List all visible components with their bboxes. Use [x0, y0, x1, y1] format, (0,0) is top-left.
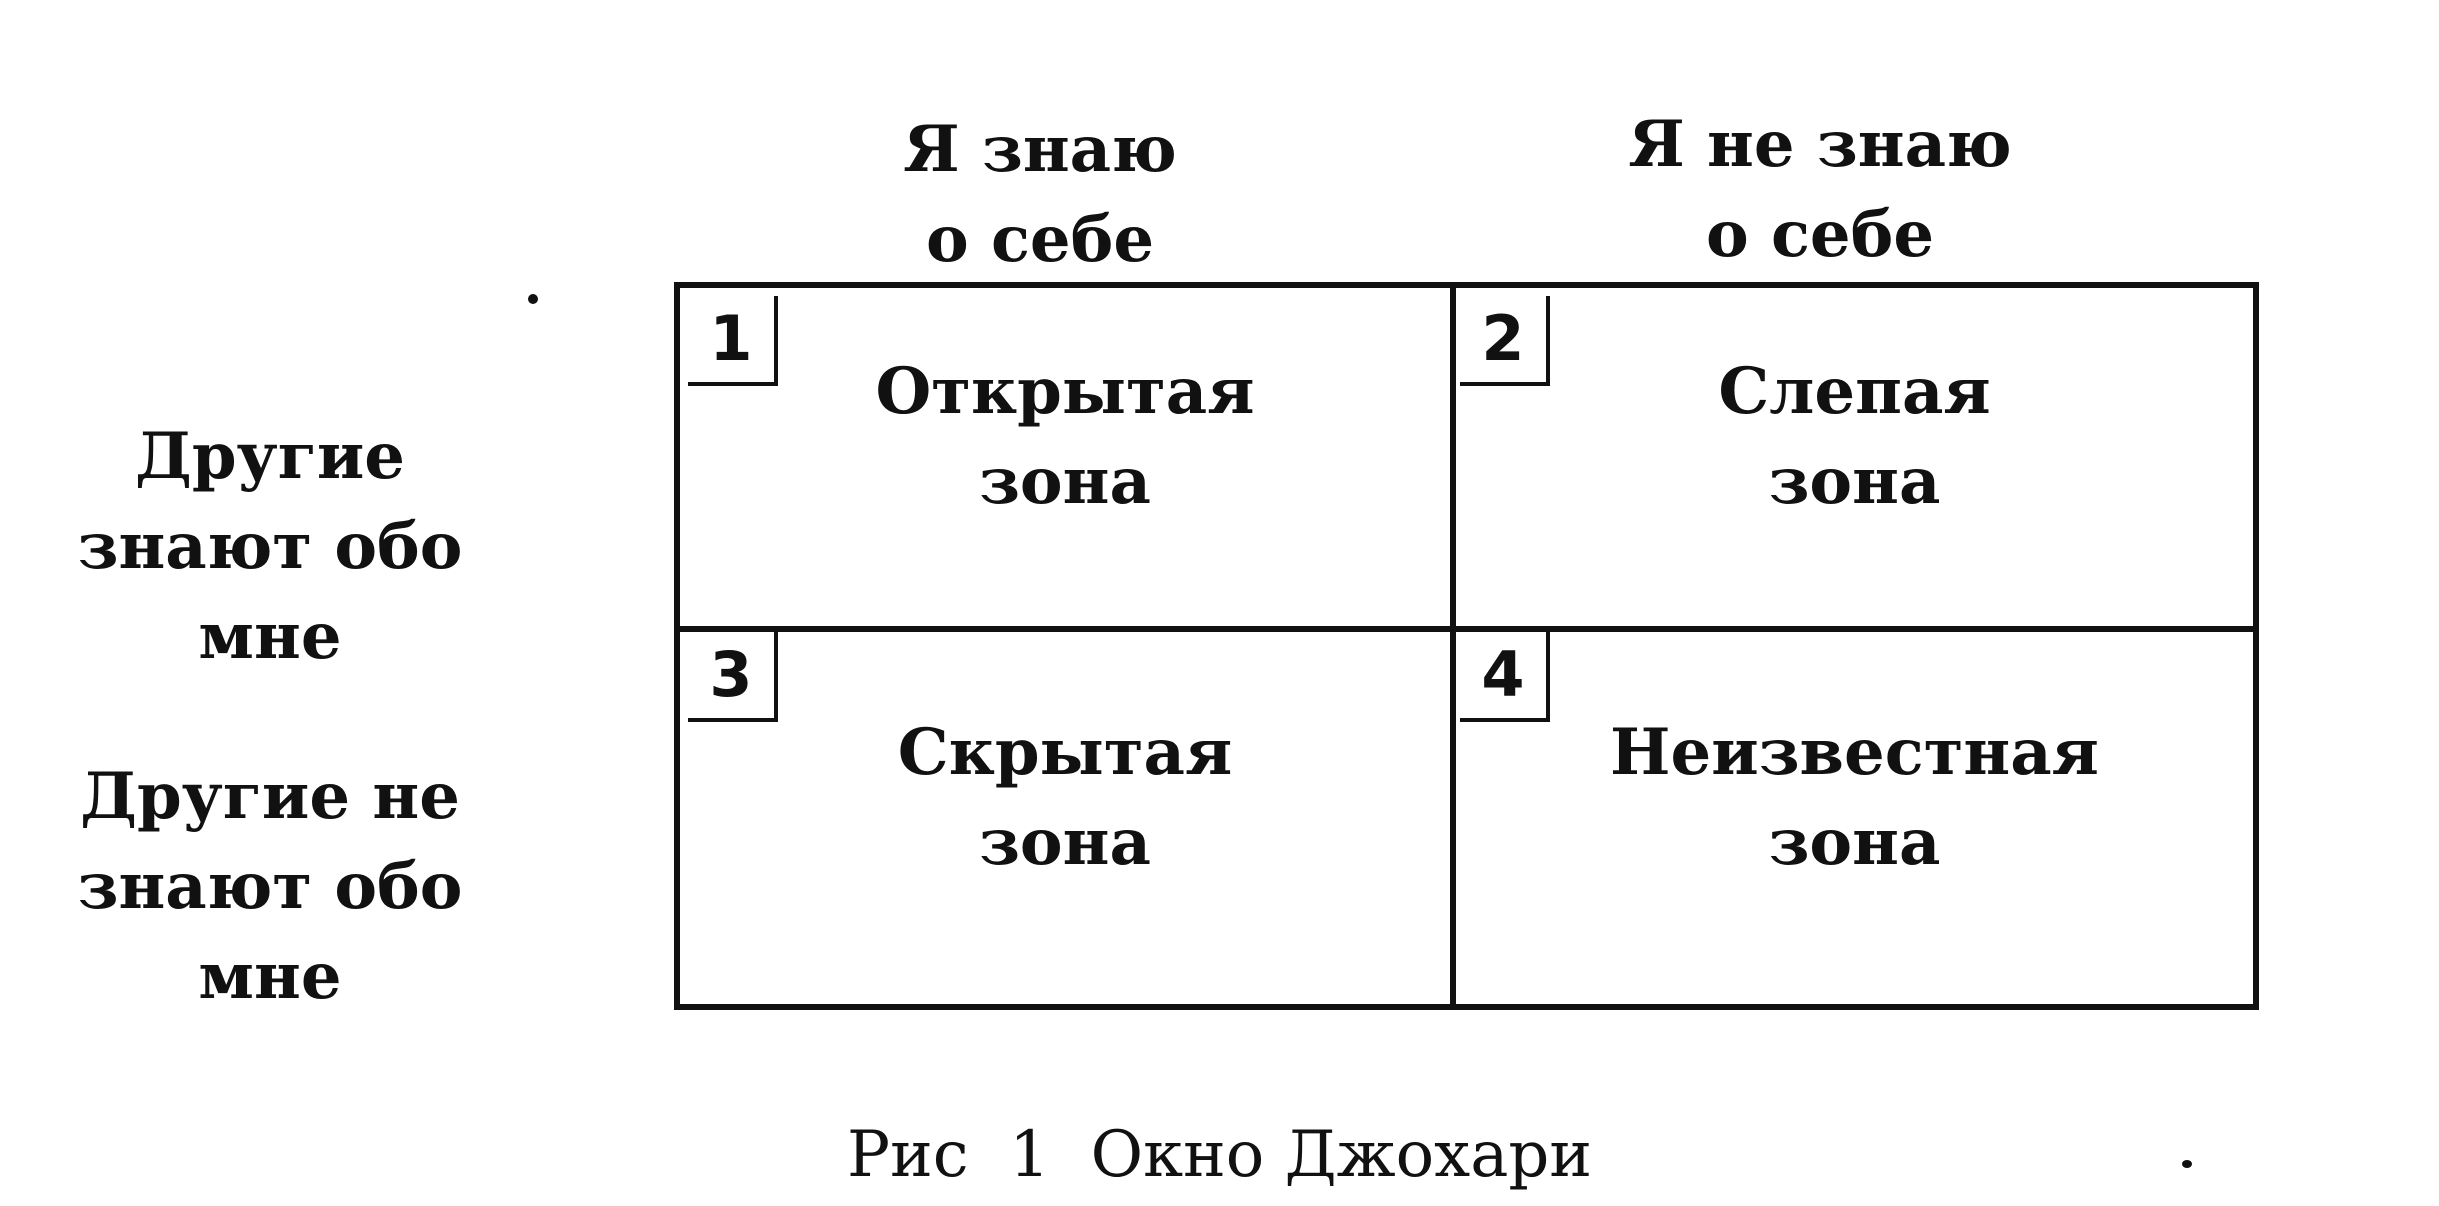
zone-blind: 2 Слепая зона — [1456, 288, 2253, 626]
column-header-i-dont-know: Я не знаю о себе — [1628, 107, 2012, 272]
zone-open: 1 Открытая зона — [680, 288, 1450, 626]
zone-number-badge: 2 — [1460, 296, 1550, 386]
column-header-i-know: Я знаю о себе — [903, 112, 1177, 277]
grid-vertical-divider — [1450, 288, 1456, 1004]
zone-label: Слепая зона — [1718, 354, 1991, 519]
zone-number-badge: 3 — [688, 632, 778, 722]
zone-label: Неизвестная зона — [1610, 715, 2099, 880]
zone-label: Открытая зона — [875, 354, 1255, 519]
zone-unknown: 4 Неизвестная зона — [1456, 632, 2253, 1004]
row-header-others-dont-know: Другие не знают обо мне — [77, 759, 463, 1014]
zone-label: Скрытая зона — [897, 715, 1233, 880]
grid-horizontal-divider — [680, 626, 2253, 632]
scan-speck — [2182, 1160, 2192, 1168]
scan-speck — [528, 294, 538, 304]
johari-window-grid: 1 Открытая зона 2 Слепая зона 3 Скрытая … — [674, 282, 2259, 1010]
row-header-others-know: Другие знают обо мне — [77, 419, 463, 674]
figure-caption: Рис 1 Окно Джохари — [847, 1118, 1592, 1192]
zone-number-badge: 1 — [688, 296, 778, 386]
zone-number-badge: 4 — [1460, 632, 1550, 722]
zone-hidden: 3 Скрытая зона — [680, 632, 1450, 1004]
